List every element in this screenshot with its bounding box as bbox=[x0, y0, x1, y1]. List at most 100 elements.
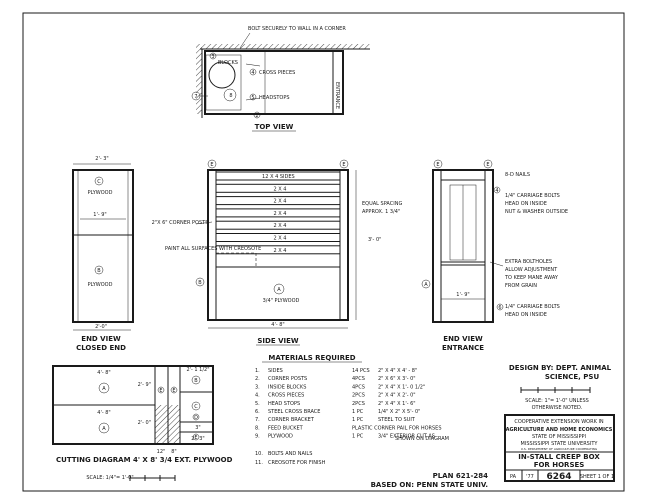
based-on: BASED ON: PENN STATE UNIV. bbox=[371, 481, 488, 489]
entrance-title: END VIEW bbox=[443, 335, 483, 343]
coop-4: MISSISSIPPI STATE UNIVERSITY bbox=[521, 441, 599, 447]
entrance-callout-6: 6 bbox=[498, 305, 501, 311]
material-qty: 2PCS bbox=[352, 393, 365, 399]
cutting-scale: SCALE: 1/4"= 1'-0" bbox=[86, 475, 133, 481]
entrance-e-label-2: E bbox=[486, 162, 489, 168]
cutting-title: CUTTING DIAGRAM 4' X 8' 3/4 EXT. PLYWOOD bbox=[56, 456, 233, 464]
side-board-label: 2 X 4 bbox=[274, 199, 287, 205]
cut-piece-b: B bbox=[194, 378, 198, 384]
cut-dim-0: 4'- 8" bbox=[97, 370, 110, 376]
material-size: 2" X 4" X 1'- 6" bbox=[378, 401, 416, 407]
cut-dim-1: 4'- 8" bbox=[97, 410, 110, 416]
side-board-label: 2 X 4 bbox=[274, 236, 287, 242]
material-name: CORNER POSTS bbox=[268, 376, 307, 382]
material-size: 2" X 4" X 4' - 8" bbox=[378, 368, 417, 374]
cut-piece-c: C bbox=[194, 404, 198, 410]
material-no: 1. bbox=[255, 368, 260, 374]
cut-dim-5: 12" bbox=[157, 449, 166, 455]
entrance-carriage-top-2: HEAD ON INSIDE bbox=[505, 201, 547, 207]
cut-piece-a2: A bbox=[102, 426, 106, 432]
material-name: HEAD STOPS bbox=[268, 401, 300, 407]
plan-name-2: FOR HORSES bbox=[534, 461, 585, 469]
material-name: CROSS PIECES bbox=[268, 393, 304, 399]
material-size: STEEL TO SUIT bbox=[378, 417, 416, 423]
side-board bbox=[215, 183, 341, 193]
material-name: STEEL CROSS BRACE bbox=[268, 409, 320, 415]
top-callout-5: 5 bbox=[251, 95, 254, 101]
side-board bbox=[215, 171, 341, 181]
closed-end-title: END VIEW bbox=[81, 335, 121, 343]
material-name: BOLTS AND NAILS bbox=[268, 451, 312, 457]
material-qty: 1 PC bbox=[352, 434, 364, 440]
top-cross-pieces-label: CROSS PIECES bbox=[259, 70, 295, 76]
entrance-extra-holes-3: TO KEEP MANE AWAY bbox=[504, 275, 559, 281]
material-no: 7. bbox=[255, 417, 260, 423]
top-headstops-label: HEADSTOPS bbox=[259, 95, 290, 101]
plan-name-1: IN-STALL CREEP BOX bbox=[518, 453, 600, 461]
top-callout-8: 8 bbox=[229, 93, 232, 99]
design-by-2: SCIENCE, PSU bbox=[545, 373, 600, 381]
side-paint-note: PAINT ALL SURFACES WITH CREOSOTE bbox=[165, 246, 261, 252]
side-plywood: 3/4" PLYWOOD bbox=[263, 298, 300, 304]
closed-width-mid: 1'- 9" bbox=[93, 212, 106, 218]
material-size: 2" X 6" X 3'- 0" bbox=[378, 376, 416, 382]
closed-width-bottom: 2'-0" bbox=[95, 324, 107, 330]
cut-piece-a1: A bbox=[102, 386, 106, 392]
closed-c-label: C bbox=[97, 179, 101, 185]
side-b-label: B bbox=[198, 280, 202, 286]
material-no: 4. bbox=[255, 393, 260, 399]
cut-dim-6: 8" bbox=[171, 449, 176, 455]
material-name: INSIDE BLOCKS bbox=[268, 384, 306, 390]
material-size: 2" X 4" X 1'- 0 1/2" bbox=[378, 384, 425, 390]
title-block: DESIGN BY: DEPT. ANIMAL SCIENCE, PSU SCA… bbox=[371, 364, 615, 489]
material-name: FEED BUCKET bbox=[268, 425, 304, 431]
plan-pa: PA bbox=[510, 474, 517, 480]
material-no: 10. bbox=[255, 451, 263, 457]
side-board bbox=[215, 196, 341, 206]
side-board bbox=[215, 220, 341, 230]
side-board-callout: 1 bbox=[262, 174, 265, 180]
top-view: 8 BLOCKS 3 4 CROSS PIECES 5 HEADSTOPS 7 … bbox=[191, 26, 370, 132]
materials-shown-on: SHOWN ON DIAGRAM bbox=[395, 436, 449, 442]
top-callout-7: 7 bbox=[194, 94, 197, 100]
side-board bbox=[215, 245, 341, 255]
top-entrance-label: ENTRANCE bbox=[334, 82, 340, 109]
coop-3: STATE OF MISSISSIPPI bbox=[532, 434, 586, 440]
materials-title: MATERIALS REQUIRED bbox=[268, 354, 355, 362]
entrance-nails: 8-D NAILS bbox=[505, 172, 530, 178]
material-name: PLYWOOD bbox=[268, 434, 293, 440]
end-view-entrance: E E A 4 6 8-D NAILS 1/4" CARRIAGE BOLTS … bbox=[421, 159, 568, 352]
entrance-carriage-bot-2: HEAD ON INSIDE bbox=[505, 312, 547, 318]
side-corner-posts: 2"X 6" CORNER POSTS bbox=[152, 220, 209, 226]
entrance-extra-holes-2: ALLOW ADJUSTMENT bbox=[505, 267, 558, 273]
entrance-a-label: A bbox=[424, 282, 428, 288]
design-by-1: DESIGN BY: DEPT. ANIMAL bbox=[509, 364, 612, 372]
material-size: 3/4" EXTERIOR CUT AS bbox=[378, 434, 435, 440]
side-board-label: 2 X 4 SIDES bbox=[265, 174, 294, 180]
closed-plywood-bottom: PLYWOOD bbox=[88, 282, 113, 288]
plan-code: PLAN 621-284 bbox=[433, 472, 489, 480]
scale-note-1: SCALE: 1"= 1'-0" UNLESS bbox=[525, 398, 589, 404]
closed-end-subtitle: CLOSED END bbox=[76, 344, 126, 352]
top-callout-4: 4 bbox=[251, 70, 254, 76]
cutting-diagram: 4'- 8" 4'- 8" 2'- 1 1/2" 2'- 9" 2'- 0" 1… bbox=[52, 365, 233, 481]
side-board bbox=[215, 233, 341, 242]
side-spacing-note-1: EQUAL SPACING bbox=[362, 201, 402, 207]
closed-plywood-top: PLYWOOD bbox=[88, 190, 113, 196]
material-name: SIDES bbox=[268, 368, 283, 374]
closed-b-label: B bbox=[97, 268, 101, 274]
coop-1: COOPERATIVE EXTENSION WORK IN bbox=[514, 419, 604, 425]
material-no: 6. bbox=[255, 409, 260, 415]
cut-piece-e3: E bbox=[194, 435, 197, 441]
material-qty: 1 PC bbox=[352, 409, 364, 415]
cut-dim-3: 2'- 9" bbox=[138, 382, 151, 388]
scale-note-2: OTHERWISE NOTED. bbox=[532, 405, 583, 411]
top-callout-3: 3 bbox=[211, 54, 214, 60]
material-no: 2. bbox=[255, 376, 260, 382]
material-no: 3. bbox=[255, 384, 260, 390]
material-no: 11. bbox=[255, 460, 263, 466]
plan-year: '77 bbox=[526, 474, 534, 480]
